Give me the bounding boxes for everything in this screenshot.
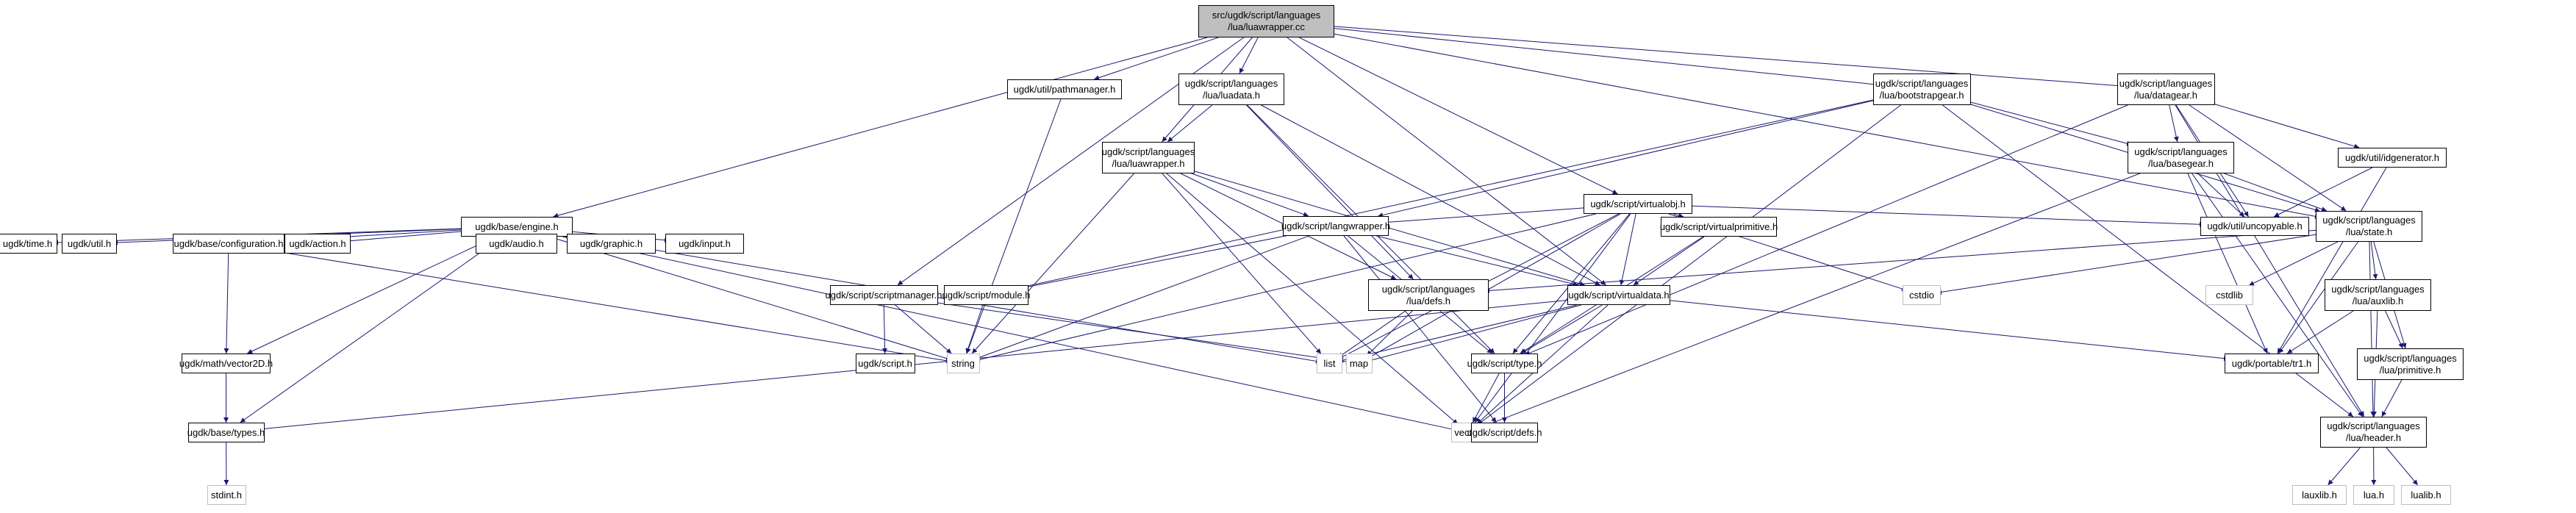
node-idgenerator[interactable]: ugdk/util/idgenerator.h: [2338, 148, 2447, 168]
edge-virtualobj-to-virtualdata: [1621, 214, 1636, 285]
node-tr1[interactable]: ugdk/portable/tr1.h: [2225, 354, 2319, 373]
node-scriptmanager[interactable]: ugdk/script/scriptmanager.h: [830, 285, 938, 305]
node-virtualprimitive[interactable]: ugdk/script/virtualprimitive.h: [1661, 217, 1777, 237]
node-luawrapper_h[interactable]: ugdk/script/languages /lua/luawrapper.h: [1102, 142, 1195, 173]
node-state[interactable]: ugdk/script/languages /lua/state.h: [2316, 211, 2422, 242]
edge-scriptmanager-to-string: [895, 305, 952, 354]
edge-datagear-to-idgenerator: [2208, 102, 2359, 148]
node-langwrapper[interactable]: ugdk/script/langwrapper.h: [1283, 216, 1389, 236]
node-datagear[interactable]: ugdk/script/languages /lua/datagear.h: [2117, 73, 2215, 105]
edge-luawrapper_h-to-langwrapper: [1185, 171, 1309, 216]
edge-root-to-bootstrapgear: [1330, 28, 1880, 85]
edge-state-to-header: [2369, 242, 2373, 417]
edge-header-to-lauxlib: [2328, 448, 2361, 485]
edge-luadata-to-virtualdata: [1261, 105, 1600, 285]
node-basegear[interactable]: ugdk/script/languages /lua/basegear.h: [2128, 142, 2234, 173]
edge-state-to-cstdio: [1936, 234, 2320, 293]
node-virtualdata[interactable]: ugdk/script/virtualdata.h: [1567, 285, 1670, 305]
node-string: string: [947, 354, 980, 373]
node-stdint: stdint.h: [207, 485, 246, 505]
node-cstdio: cstdio: [1903, 285, 1941, 305]
edge-virtualobj-to-vector: [1475, 214, 1631, 423]
edge-engine-to-vector2d: [247, 237, 495, 354]
node-virtualobj[interactable]: ugdk/script/virtualobj.h: [1584, 194, 1692, 214]
node-time[interactable]: ugdk/time.h: [0, 234, 57, 254]
edge-root-to-luadata: [1239, 37, 1258, 73]
node-auxlib[interactable]: ugdk/script/languages /lua/auxlib.h: [2325, 279, 2431, 311]
node-lua: lua.h: [2353, 485, 2394, 505]
node-pathmanager[interactable]: ugdk/util/pathmanager.h: [1007, 79, 1122, 99]
node-uncopyable[interactable]: ugdk/util/uncopyable.h: [2200, 217, 2309, 236]
edge-root-to-datagear: [1330, 26, 2124, 87]
node-action[interactable]: ugdk/action.h: [285, 234, 351, 254]
node-type[interactable]: ugdk/script/type.h: [1471, 354, 1538, 373]
edge-datagear-to-basegear: [2169, 105, 2178, 142]
node-graphic[interactable]: ugdk/graphic.h: [567, 234, 656, 254]
edge-configuration-to-vector2d: [226, 254, 229, 354]
edge-virtualobj-to-langwrapper: [1378, 207, 1588, 223]
edge-configuration-to-string: [276, 251, 951, 362]
edge-root-to-virtualdata: [1287, 37, 1606, 285]
edge-basegear-to-state: [2224, 173, 2327, 211]
edge-header-to-lualib: [2386, 448, 2418, 485]
node-configuration[interactable]: ugdk/base/configuration.h: [173, 234, 285, 254]
edge-luadata-to-luadefs: [1247, 105, 1414, 279]
edge-langwrapper-to-module: [1017, 234, 1294, 289]
edge-virtualdata-to-types: [254, 299, 1576, 429]
node-lualib: lualib.h: [2401, 485, 2451, 505]
node-header[interactable]: ugdk/script/languages /lua/header.h: [2320, 417, 2427, 448]
node-lauxlib: lauxlib.h: [2292, 485, 2347, 505]
node-primitive[interactable]: ugdk/script/languages /lua/primitive.h: [2357, 348, 2464, 380]
edge-module-to-string: [967, 305, 983, 354]
node-scriptdefs[interactable]: ugdk/script/defs.h: [1471, 423, 1538, 442]
edge-scriptmanager-to-map: [924, 301, 1351, 362]
edge-bootstrapgear-to-module: [1017, 98, 1880, 288]
edge-primitive-to-header: [2382, 380, 2402, 417]
node-bootstrapgear[interactable]: ugdk/script/languages /lua/bootstrapgear…: [1873, 73, 1971, 105]
node-map: map: [1346, 354, 1373, 373]
edge-engine-to-types: [240, 237, 503, 423]
node-cstdlib: cstdlib: [2205, 285, 2253, 305]
edge-auxlib-to-tr1: [2287, 311, 2353, 354]
edge-pathmanager-to-string: [967, 99, 1061, 354]
node-root[interactable]: src/ugdk/script/languages /lua/luawrappe…: [1198, 5, 1334, 37]
edge-basegear-to-uncopyable: [2198, 173, 2244, 217]
node-audio[interactable]: ugdk/audio.h: [476, 234, 557, 254]
node-input[interactable]: ugdk/input.h: [665, 234, 744, 254]
node-types[interactable]: ugdk/base/types.h: [188, 423, 265, 442]
edge-root-to-engine: [553, 37, 1207, 217]
edge-state-to-luadefs: [1484, 230, 2320, 291]
edge-langwrapper-to-virtualdata: [1376, 236, 1578, 285]
node-list: list: [1317, 354, 1342, 373]
node-luadefs[interactable]: ugdk/script/languages /lua/defs.h: [1368, 279, 1489, 311]
node-module[interactable]: ugdk/script/module.h: [944, 285, 1028, 305]
edge-datagear-to-type: [1525, 105, 2128, 355]
edge-virtualdata-to-tr1: [1661, 300, 2229, 359]
node-luadata[interactable]: ugdk/script/languages /lua/luadata.h: [1178, 73, 1284, 105]
edge-engine-to-vector: [562, 237, 1458, 431]
node-vector2d[interactable]: ugdk/math/vector2D.h: [182, 354, 271, 373]
edge-luadata-to-luawrapper_h: [1167, 105, 1212, 142]
node-script[interactable]: ugdk/script.h: [856, 354, 915, 373]
node-util[interactable]: ugdk/util.h: [62, 234, 117, 254]
